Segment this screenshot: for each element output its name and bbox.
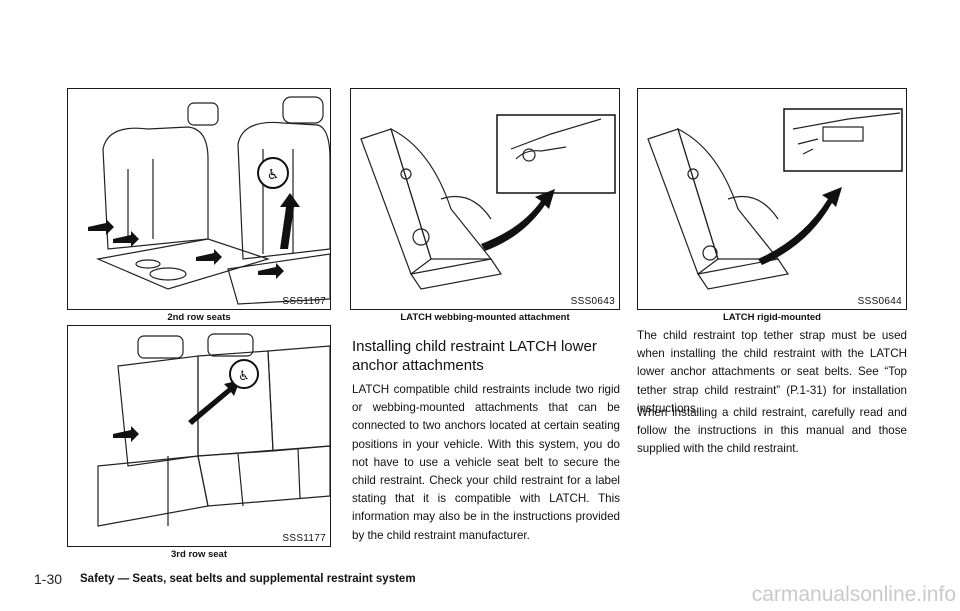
child-seat-illustration [647, 108, 903, 290]
figure-caption: 3rd row seat [171, 549, 227, 560]
page-number: 1-30 [34, 571, 63, 587]
figure-code: SSS1167 [282, 296, 326, 307]
figure-2nd-row-seats: ♿ SSS1167 [67, 88, 331, 310]
section-heading: Installing child restraint LATCH lower a… [352, 337, 622, 375]
section-title: Safety — Seats, seat belts and supplemen… [80, 573, 416, 585]
figure-latch-webbing: SSS0643 [350, 88, 620, 310]
figure-3rd-row-seat: ♿ SSS1177 [67, 325, 331, 547]
watermark: carmanualsonline.info [751, 583, 956, 606]
figure-code: SSS0644 [857, 296, 902, 307]
figure-latch-rigid: SSS0644 [637, 88, 907, 310]
body-paragraph: When installing a child restraint, caref… [637, 406, 907, 456]
seat-illustration: ♿ [88, 96, 330, 305]
svg-text:♿: ♿ [267, 167, 280, 183]
figure-code: SSS0643 [570, 296, 615, 307]
heading-line: Installing child restraint LATCH lower [352, 338, 597, 355]
heading-line: anchor attachments [352, 357, 484, 374]
svg-text:♿: ♿ [238, 369, 250, 384]
figure-code: SSS1177 [282, 533, 326, 544]
seat-illustration: ♿ [97, 333, 330, 527]
figure-caption: LATCH rigid-mounted [723, 312, 821, 323]
child-seat-illustration [360, 114, 616, 290]
body-paragraph: The child restraint top tether strap mus… [637, 329, 907, 415]
figure-caption: LATCH webbing-mounted attachment [400, 312, 570, 323]
figure-caption: 2nd row seats [167, 312, 231, 323]
body-paragraph: LATCH compatible child restraints includ… [352, 383, 620, 542]
